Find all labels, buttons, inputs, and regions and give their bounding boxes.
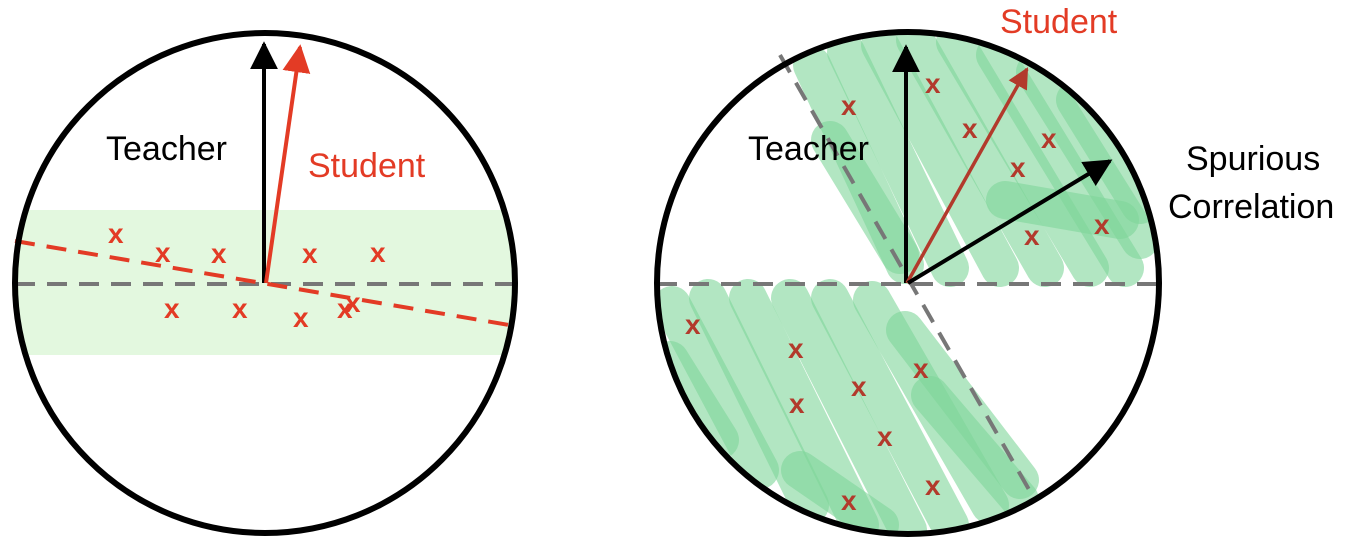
sample-mark: x xyxy=(1094,209,1110,240)
left-panel: Teacher Student x x x x x x x x x x xyxy=(12,30,518,536)
sample-mark: x xyxy=(789,388,805,419)
sample-mark: x xyxy=(788,333,804,364)
sample-mark: x xyxy=(851,371,867,402)
spurious-correlation-label-line1: Spurious xyxy=(1186,140,1320,178)
sample-mark: x xyxy=(232,293,248,324)
sample-marks: x x x x x x x x x x xyxy=(108,218,386,333)
sample-mark: x xyxy=(211,238,227,269)
sample-mark: x xyxy=(164,293,180,324)
teacher-label: Teacher xyxy=(106,130,227,168)
student-label: Student xyxy=(308,147,426,185)
sample-mark: x xyxy=(841,90,857,121)
sample-mark: x xyxy=(108,218,124,249)
sample-mark: x xyxy=(1010,152,1026,183)
student-arrow xyxy=(264,44,311,284)
student-dashed-boundary xyxy=(14,239,516,328)
sample-mark: x xyxy=(962,113,978,144)
sample-mark: x xyxy=(370,237,386,268)
right-panel: Teacher Student Spurious Correlation x x… xyxy=(654,3,1334,537)
spurious-correlation-label-line2: Correlation xyxy=(1168,188,1334,226)
student-label: Student xyxy=(1000,3,1118,41)
sample-mark: x xyxy=(685,309,701,340)
sample-mark: x xyxy=(877,421,893,452)
upper-shaded-region xyxy=(793,32,1159,287)
sample-mark: x xyxy=(913,353,929,384)
sample-mark: x xyxy=(1024,220,1040,251)
sample-mark: x xyxy=(337,293,353,324)
sample-mark: x xyxy=(925,68,941,99)
sample-mark: x xyxy=(1041,123,1057,154)
right-circle xyxy=(654,29,1162,537)
sample-mark: x xyxy=(302,238,318,269)
sample-mark: x xyxy=(345,287,361,318)
student-arrow xyxy=(905,67,1029,284)
sample-mark: x xyxy=(155,237,171,268)
lower-shaded-region xyxy=(657,279,1039,534)
teacher-label: Teacher xyxy=(748,130,869,168)
sample-marks: x x x x x x x x x x x x x x x xyxy=(685,68,1110,516)
sample-mark: x xyxy=(925,470,941,501)
left-circle xyxy=(12,30,518,536)
sample-mark: x xyxy=(293,302,309,333)
spurious-correlation-arrow xyxy=(906,159,1113,285)
sample-mark: x xyxy=(841,485,857,516)
